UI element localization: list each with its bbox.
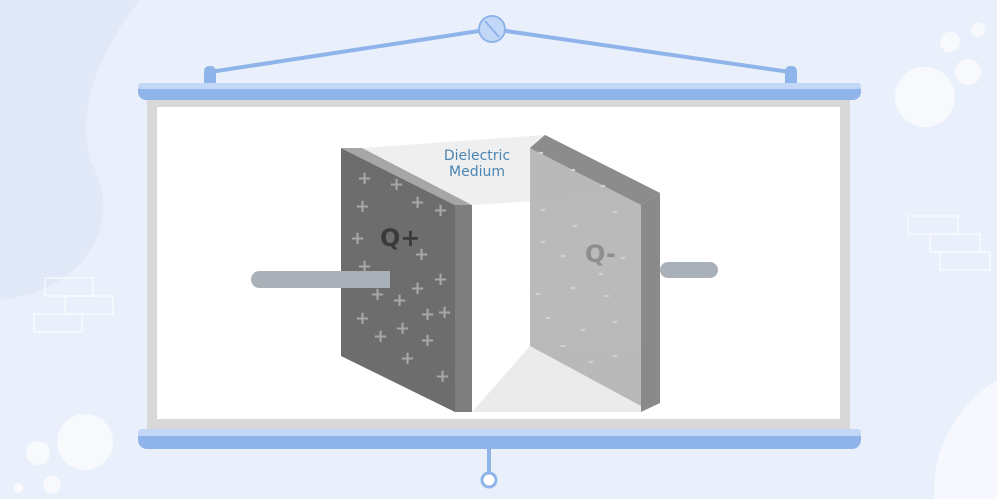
decor-circle	[971, 23, 985, 37]
negative-charge-symbol: -	[612, 314, 618, 330]
negative-lead-wire	[660, 262, 718, 278]
positive-charge-symbol: +	[437, 302, 452, 323]
decor-circle	[26, 441, 50, 465]
negative-plate	[530, 135, 660, 406]
positive-plate	[341, 148, 455, 412]
decor-circle	[57, 414, 113, 470]
positive-charge-label: Q+	[380, 224, 421, 252]
pull-ring-icon	[480, 471, 498, 489]
positive-lead-wire-join	[340, 271, 390, 288]
negative-charge-symbol: -	[538, 145, 544, 161]
negative-charge-symbol: -	[612, 348, 618, 364]
negative-charge-symbol: -	[604, 288, 610, 304]
negative-charge-symbol: -	[620, 250, 626, 266]
positive-charge-symbol: +	[433, 269, 448, 290]
negative-charge-symbol: -	[560, 338, 566, 354]
dielectric-label-line2: Medium	[449, 164, 505, 180]
decor-circle	[940, 32, 960, 52]
positive-charge-symbol: +	[400, 348, 415, 369]
negative-charge-symbol: -	[572, 218, 578, 234]
positive-charge-symbol: +	[357, 168, 372, 189]
positive-charge-symbol: +	[410, 192, 425, 213]
decor-circle	[43, 476, 61, 494]
capacitor-diagram: ++++++++++++++++++++ -------------------…	[251, 135, 718, 412]
negative-plate-edge	[641, 193, 660, 412]
positive-charge-symbol: +	[420, 304, 435, 325]
positive-charge-symbol: +	[392, 290, 407, 311]
background-blob-left	[0, 0, 140, 300]
negative-charge-symbol: -	[535, 286, 541, 302]
decor-bricks-right	[907, 215, 991, 271]
positive-charge-symbol: +	[370, 284, 385, 305]
screen-bottom-bar-highlight	[138, 429, 861, 436]
positive-charge-symbol: +	[373, 326, 388, 347]
positive-charge-symbol: +	[357, 256, 372, 277]
negative-charge-symbol: -	[540, 202, 546, 218]
negative-charge-symbol: -	[570, 280, 576, 296]
positive-charge-symbol: +	[433, 200, 448, 221]
negative-charge-symbol: -	[612, 204, 618, 220]
positive-charge-symbol: +	[355, 196, 370, 217]
negative-plate-top-edge	[530, 135, 660, 205]
negative-charge-symbol: -	[598, 266, 604, 282]
positive-charge-symbol: +	[350, 228, 365, 249]
negative-charge-label: Q-	[585, 240, 616, 268]
negative-charge-symbol: -	[545, 310, 551, 326]
decor-circle	[955, 59, 981, 85]
negative-charge-symbol: -	[560, 248, 566, 264]
screen-top-bar-highlight	[138, 83, 861, 89]
positive-charge-symbol: +	[410, 278, 425, 299]
background-blob-right	[934, 380, 997, 499]
dielectric-back-wall	[472, 148, 530, 412]
hanger-hook-slash	[484, 20, 500, 38]
decor-circle	[13, 483, 23, 493]
negative-charge-symbol: -	[588, 354, 594, 370]
positive-charge-symbol: +	[414, 244, 429, 265]
positive-charge-symbol: +	[435, 366, 450, 387]
negative-charge-symbol: -	[600, 178, 606, 194]
positive-charge-symbol: +	[420, 330, 435, 351]
positive-charge-symbol: +	[355, 308, 370, 329]
decor-bricks-left	[33, 277, 114, 333]
negative-charge-symbol: -	[580, 322, 586, 338]
positive-charge-symbol: +	[395, 318, 410, 339]
negative-charge-symbol: -	[570, 162, 576, 178]
decor-circle	[895, 67, 955, 127]
dielectric-label-line1: Dielectric	[444, 148, 510, 164]
negative-charge-symbol: -	[540, 234, 546, 250]
positive-charge-symbol: +	[389, 174, 404, 195]
positive-plate-edge	[455, 205, 472, 412]
positive-plate-top-edge	[341, 148, 472, 205]
